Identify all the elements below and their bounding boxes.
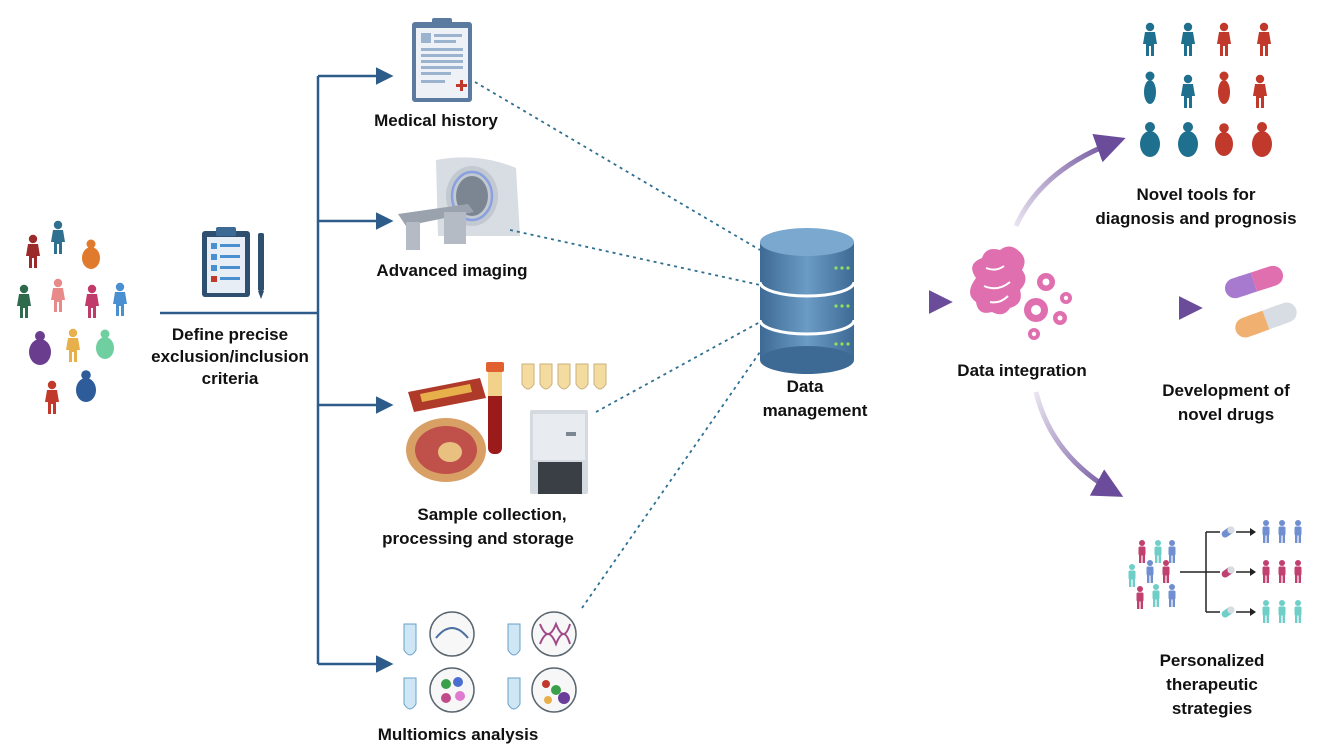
- advanced-imaging-label: Advanced imaging: [376, 261, 527, 280]
- data-management-line-2: management: [763, 401, 868, 420]
- criteria-label: Define precise exclusion/inclusion crite…: [151, 325, 309, 388]
- capsules-icon: [1224, 265, 1297, 338]
- branch-arrows: [160, 67, 394, 673]
- sample-collection-icon: [406, 362, 607, 494]
- criteria-line-2: exclusion/inclusion: [151, 347, 309, 366]
- output-arrows: [1013, 133, 1203, 497]
- tools-line-1: Novel tools for: [1136, 185, 1255, 204]
- database-icon: [758, 228, 856, 374]
- multiomics-label: Multiomics analysis: [378, 725, 539, 744]
- criteria-line-1: Define precise: [172, 325, 288, 344]
- data-management-line-1: Data: [787, 377, 824, 396]
- drugs-line-1: Development of: [1162, 381, 1290, 400]
- sample-line-2: processing and storage: [382, 529, 574, 548]
- people-group-icon: [17, 220, 127, 414]
- tools-line-2: diagnosis and prognosis: [1095, 209, 1296, 228]
- clipboard-checklist-icon: [202, 227, 264, 299]
- personalized-line-3: strategies: [1172, 699, 1252, 718]
- stratification-icon: [1128, 520, 1302, 623]
- mri-scanner-icon: [398, 157, 520, 250]
- medical-record-icon: [412, 18, 472, 102]
- population-grid-icon: [1140, 22, 1272, 157]
- data-integration-label: Data integration: [957, 361, 1086, 380]
- criteria-line-3: criteria: [202, 369, 259, 388]
- dotted-connectors: [474, 81, 761, 609]
- drugs-line-2: novel drugs: [1178, 405, 1274, 424]
- medical-history-label: Medical history: [374, 111, 498, 130]
- personalized-line-1: Personalized: [1160, 651, 1265, 670]
- sample-line-1: Sample collection,: [417, 505, 566, 524]
- personalized-line-2: therapeutic: [1166, 675, 1258, 694]
- multiomics-icon: [403, 611, 577, 713]
- brain-gears-icon: [970, 246, 1072, 340]
